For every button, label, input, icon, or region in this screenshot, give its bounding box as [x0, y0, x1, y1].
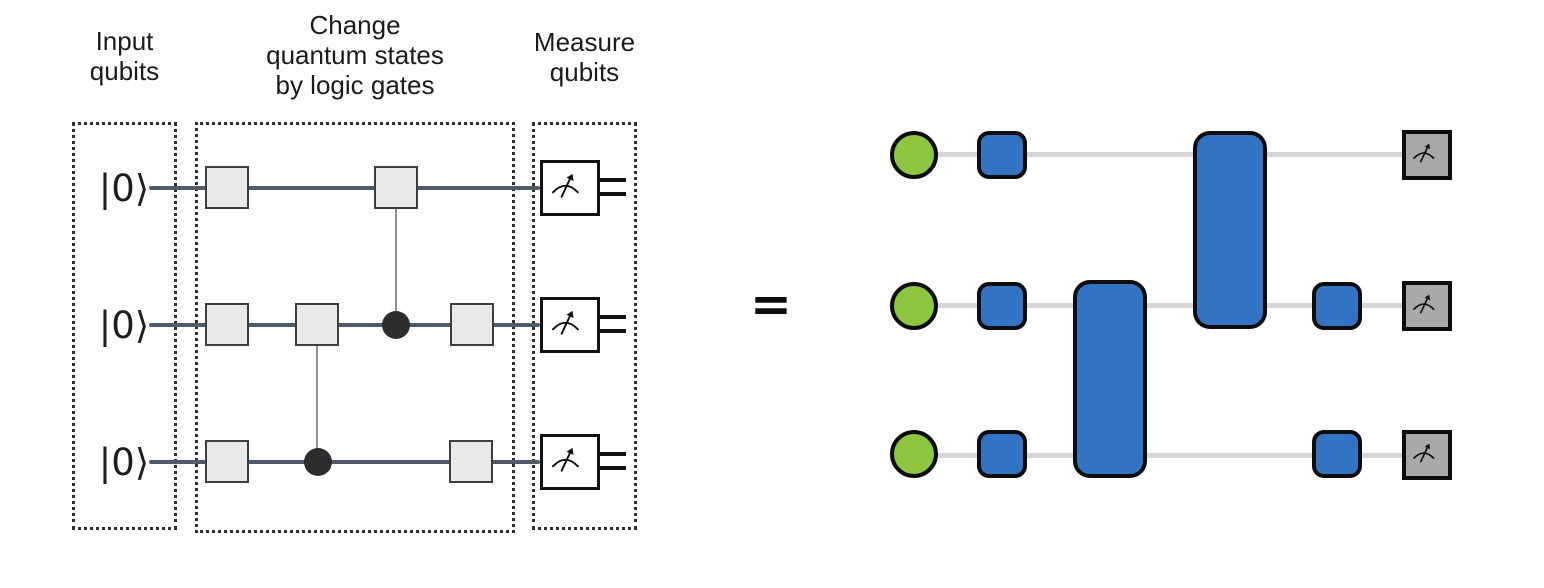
classical-wire	[600, 329, 626, 333]
ket-zero-label-2: |0⟩	[98, 303, 150, 347]
blue-gate-q1-a	[977, 131, 1027, 179]
blue-gate-q2-b	[1312, 282, 1362, 330]
gates-section-box	[195, 122, 515, 533]
gate-q2-b	[450, 303, 494, 346]
input-state-q2	[890, 282, 938, 330]
ket-zero-label-3: |0⟩	[98, 440, 150, 484]
classical-wire	[600, 315, 626, 319]
classical-wire	[600, 192, 626, 196]
meter-icon	[549, 306, 591, 345]
meter-icon	[1411, 439, 1444, 472]
two-qubit-gate-q1-q2	[1193, 131, 1267, 329]
input-state-q3	[890, 430, 938, 478]
label-measure-qubits: Measure qubits	[533, 27, 636, 87]
measure-box-q3	[540, 434, 600, 490]
control-dot-q3	[304, 448, 332, 476]
measure-box-q1	[540, 160, 600, 216]
qubit-wire-3	[914, 453, 1427, 458]
meter-icon	[549, 169, 591, 208]
gate-q2-a	[205, 303, 249, 346]
classical-wire	[600, 178, 626, 182]
qubit-wire-2	[914, 303, 1427, 308]
qubit-wire-3	[149, 460, 540, 464]
measure-box-q1	[1402, 130, 1452, 180]
equals-sign: =	[750, 275, 792, 333]
blue-gate-q3-a	[977, 430, 1027, 478]
blue-gate-q2-a	[977, 282, 1027, 330]
meter-icon	[1411, 290, 1444, 323]
qubit-wire-1	[914, 152, 1427, 157]
ket-zero-label-1: |0⟩	[98, 166, 150, 210]
gate-q1-controlled	[374, 166, 418, 209]
label-change-quantum-states: Change quantum states by logic gates	[266, 10, 444, 100]
measure-box-q2	[1402, 281, 1452, 331]
classical-wire	[600, 452, 626, 456]
input-state-q1	[890, 131, 938, 179]
meter-icon	[1411, 139, 1444, 172]
control-line-q2-q3	[316, 343, 318, 462]
control-dot-q2	[382, 311, 410, 339]
gate-q2-controlled	[295, 303, 339, 346]
classical-wire	[600, 466, 626, 470]
gate-q1-a	[205, 166, 249, 209]
control-line-q1-q2	[395, 206, 397, 325]
qubit-wire-1	[149, 186, 540, 190]
gate-q3-a	[205, 440, 249, 483]
blue-gate-q3-b	[1312, 430, 1362, 478]
measure-box-q2	[540, 297, 600, 353]
qubit-wire-2	[149, 323, 540, 327]
label-input-qubits: Input qubits	[89, 26, 160, 86]
meter-icon	[549, 443, 591, 482]
two-qubit-gate-q2-q3	[1073, 280, 1147, 478]
measure-box-q3	[1402, 430, 1452, 480]
gate-q3-b	[449, 440, 493, 483]
